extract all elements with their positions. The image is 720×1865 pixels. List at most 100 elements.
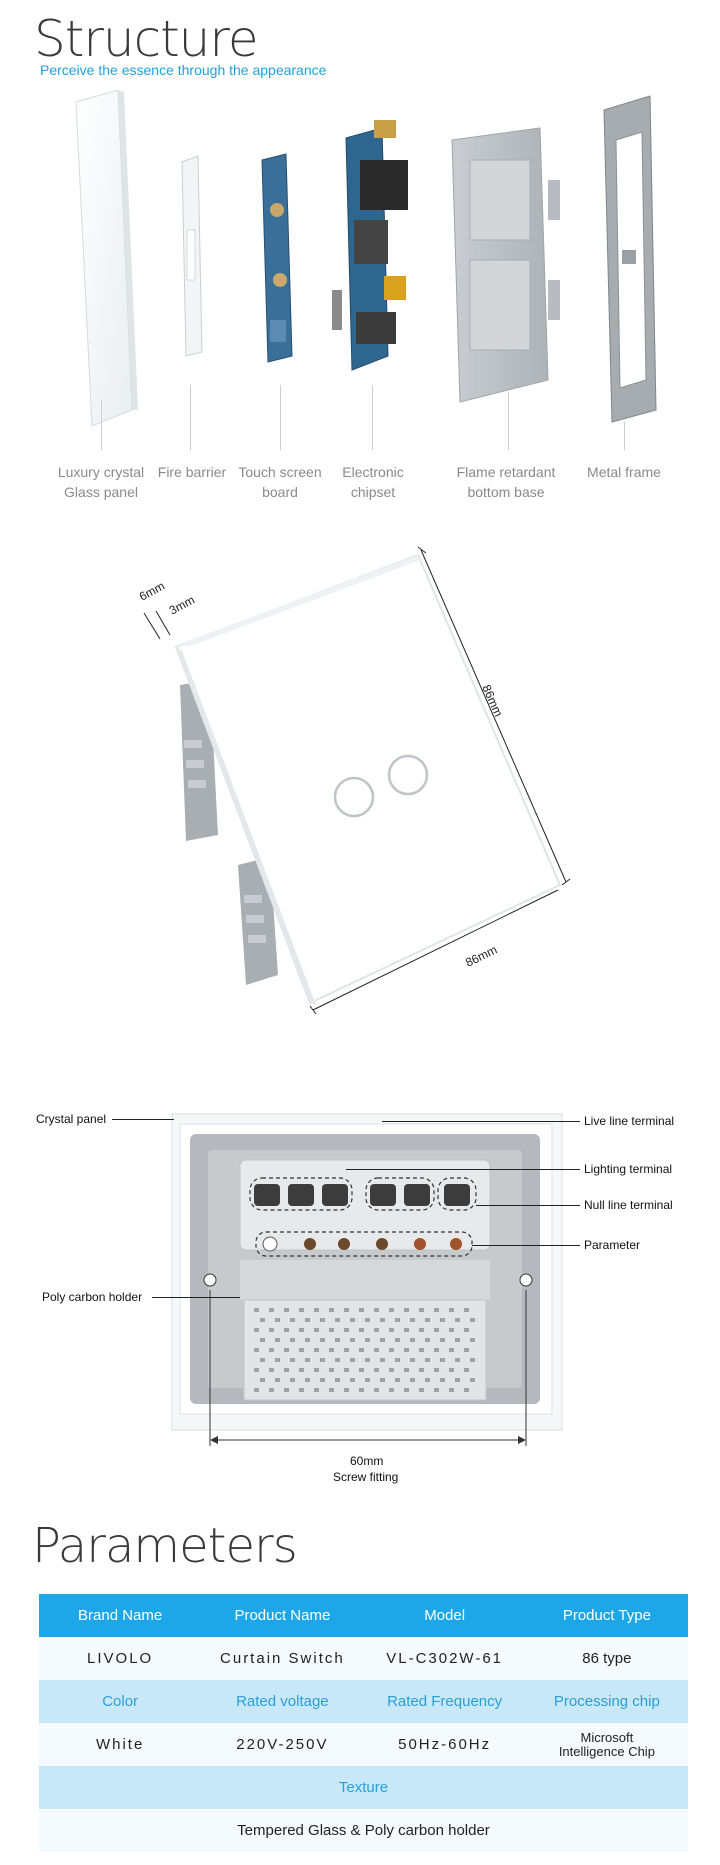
vent-hole bbox=[305, 1378, 310, 1382]
vent-hole bbox=[455, 1378, 460, 1382]
dimension-lines bbox=[143, 546, 571, 1015]
vent-hole bbox=[305, 1358, 310, 1362]
structure-subtitle: Perceive the essence through the appeara… bbox=[40, 62, 327, 78]
vent-hole bbox=[275, 1378, 280, 1382]
vent-hole bbox=[284, 1328, 289, 1332]
vent-hole bbox=[470, 1318, 475, 1322]
vent-hole bbox=[260, 1338, 265, 1342]
vent-hole bbox=[470, 1338, 475, 1342]
vent-hole bbox=[404, 1368, 409, 1372]
table-row: Color Rated voltage Rated Frequency Proc… bbox=[39, 1680, 688, 1723]
bottom-base-part bbox=[451, 127, 560, 403]
glass-panel-front bbox=[174, 553, 562, 1005]
vent-hole bbox=[410, 1318, 415, 1322]
vent-hole bbox=[464, 1388, 469, 1392]
vent-hole bbox=[254, 1388, 259, 1392]
vent-hole bbox=[365, 1338, 370, 1342]
value-product-name: Curtain Switch bbox=[220, 1650, 345, 1667]
table-row: Texture bbox=[39, 1766, 688, 1809]
vent-hole bbox=[419, 1328, 424, 1332]
vent-hole bbox=[275, 1318, 280, 1322]
vent-hole bbox=[395, 1358, 400, 1362]
dim-thickness-outer: 6mm bbox=[137, 579, 167, 604]
vent-hole bbox=[449, 1328, 454, 1332]
vent-hole bbox=[299, 1368, 304, 1372]
table-row: LIVOLO Curtain Switch VL-C302W-61 86 typ… bbox=[39, 1637, 688, 1680]
value-rated-voltage: 220V-250V bbox=[236, 1736, 329, 1753]
vent-hole bbox=[464, 1348, 469, 1352]
vent-hole bbox=[359, 1368, 364, 1372]
vent-hole bbox=[389, 1348, 394, 1352]
vent-hole bbox=[389, 1388, 394, 1392]
header-product-name: Product Name bbox=[234, 1607, 331, 1624]
exploded-parts-illustration bbox=[75, 89, 657, 427]
callout-crystal-panel: Crystal panel bbox=[36, 1112, 107, 1126]
vent-hole bbox=[350, 1318, 355, 1322]
vent-hole bbox=[395, 1338, 400, 1342]
vent-hole bbox=[455, 1358, 460, 1362]
vent-hole bbox=[305, 1318, 310, 1322]
leader-line-board bbox=[280, 385, 281, 450]
vent-hole bbox=[290, 1318, 295, 1322]
leader-line-base bbox=[508, 392, 509, 450]
vent-hole bbox=[464, 1308, 469, 1312]
vent-hole bbox=[365, 1358, 370, 1362]
vent-hole bbox=[404, 1308, 409, 1312]
vent-hole bbox=[335, 1338, 340, 1342]
vent-hole bbox=[260, 1318, 265, 1322]
callout-null-line: Null line terminal bbox=[584, 1198, 673, 1212]
vent-hole bbox=[419, 1388, 424, 1392]
vent-hole bbox=[410, 1338, 415, 1342]
vent-hole bbox=[374, 1368, 379, 1372]
vent-hole bbox=[425, 1378, 430, 1382]
vent-hole bbox=[299, 1388, 304, 1392]
label-processing-chip: Processing chip bbox=[553, 1693, 660, 1710]
callout-line-live bbox=[382, 1121, 580, 1122]
back-view-illustration bbox=[171, 1113, 563, 1446]
vent-hole bbox=[440, 1318, 445, 1322]
touch-button-left-icon bbox=[333, 776, 375, 818]
vent-hole bbox=[290, 1358, 295, 1362]
vent-hole bbox=[419, 1368, 424, 1372]
vent-hole bbox=[419, 1308, 424, 1312]
vent-hole bbox=[299, 1308, 304, 1312]
value-texture: Tempered Glass & Poly carbon holder bbox=[237, 1822, 490, 1839]
vent-hole bbox=[440, 1358, 445, 1362]
vent-hole bbox=[344, 1348, 349, 1352]
vent-hole bbox=[284, 1348, 289, 1352]
header-model: Model bbox=[424, 1607, 466, 1624]
vent-hole bbox=[320, 1318, 325, 1322]
touch-board-part bbox=[261, 153, 293, 363]
metal-frame-part bbox=[603, 95, 657, 423]
vent-hole bbox=[269, 1328, 274, 1332]
vent-hole bbox=[434, 1308, 439, 1312]
leader-line-chipset bbox=[372, 385, 373, 450]
vent-hole bbox=[335, 1378, 340, 1382]
vent-hole bbox=[329, 1348, 334, 1352]
dim-width: 86mm bbox=[463, 942, 499, 969]
leader-line-frame bbox=[624, 422, 625, 450]
vent-hole bbox=[314, 1308, 319, 1312]
vent-hole bbox=[260, 1358, 265, 1362]
vent-hole bbox=[254, 1308, 259, 1312]
vent-hole bbox=[269, 1308, 274, 1312]
vent-hole bbox=[380, 1378, 385, 1382]
vent-hole bbox=[254, 1348, 259, 1352]
vent-hole bbox=[254, 1328, 259, 1332]
vent-hole bbox=[419, 1348, 424, 1352]
vent-hole bbox=[449, 1388, 454, 1392]
vent-hole bbox=[299, 1348, 304, 1352]
callout-parameter: Parameter bbox=[584, 1238, 641, 1252]
value-color: White bbox=[95, 1736, 145, 1753]
vent-hole bbox=[275, 1338, 280, 1342]
vent-hole bbox=[350, 1378, 355, 1382]
vent-hole bbox=[374, 1388, 379, 1392]
vent-hole bbox=[425, 1338, 430, 1342]
vent-hole bbox=[410, 1358, 415, 1362]
leader-line-glass bbox=[101, 400, 102, 450]
vent-hole bbox=[269, 1348, 274, 1352]
vent-hole bbox=[395, 1378, 400, 1382]
vent-hole bbox=[410, 1378, 415, 1382]
parameters-table: Brand Name Product Name Model Product Ty… bbox=[39, 1594, 688, 1852]
